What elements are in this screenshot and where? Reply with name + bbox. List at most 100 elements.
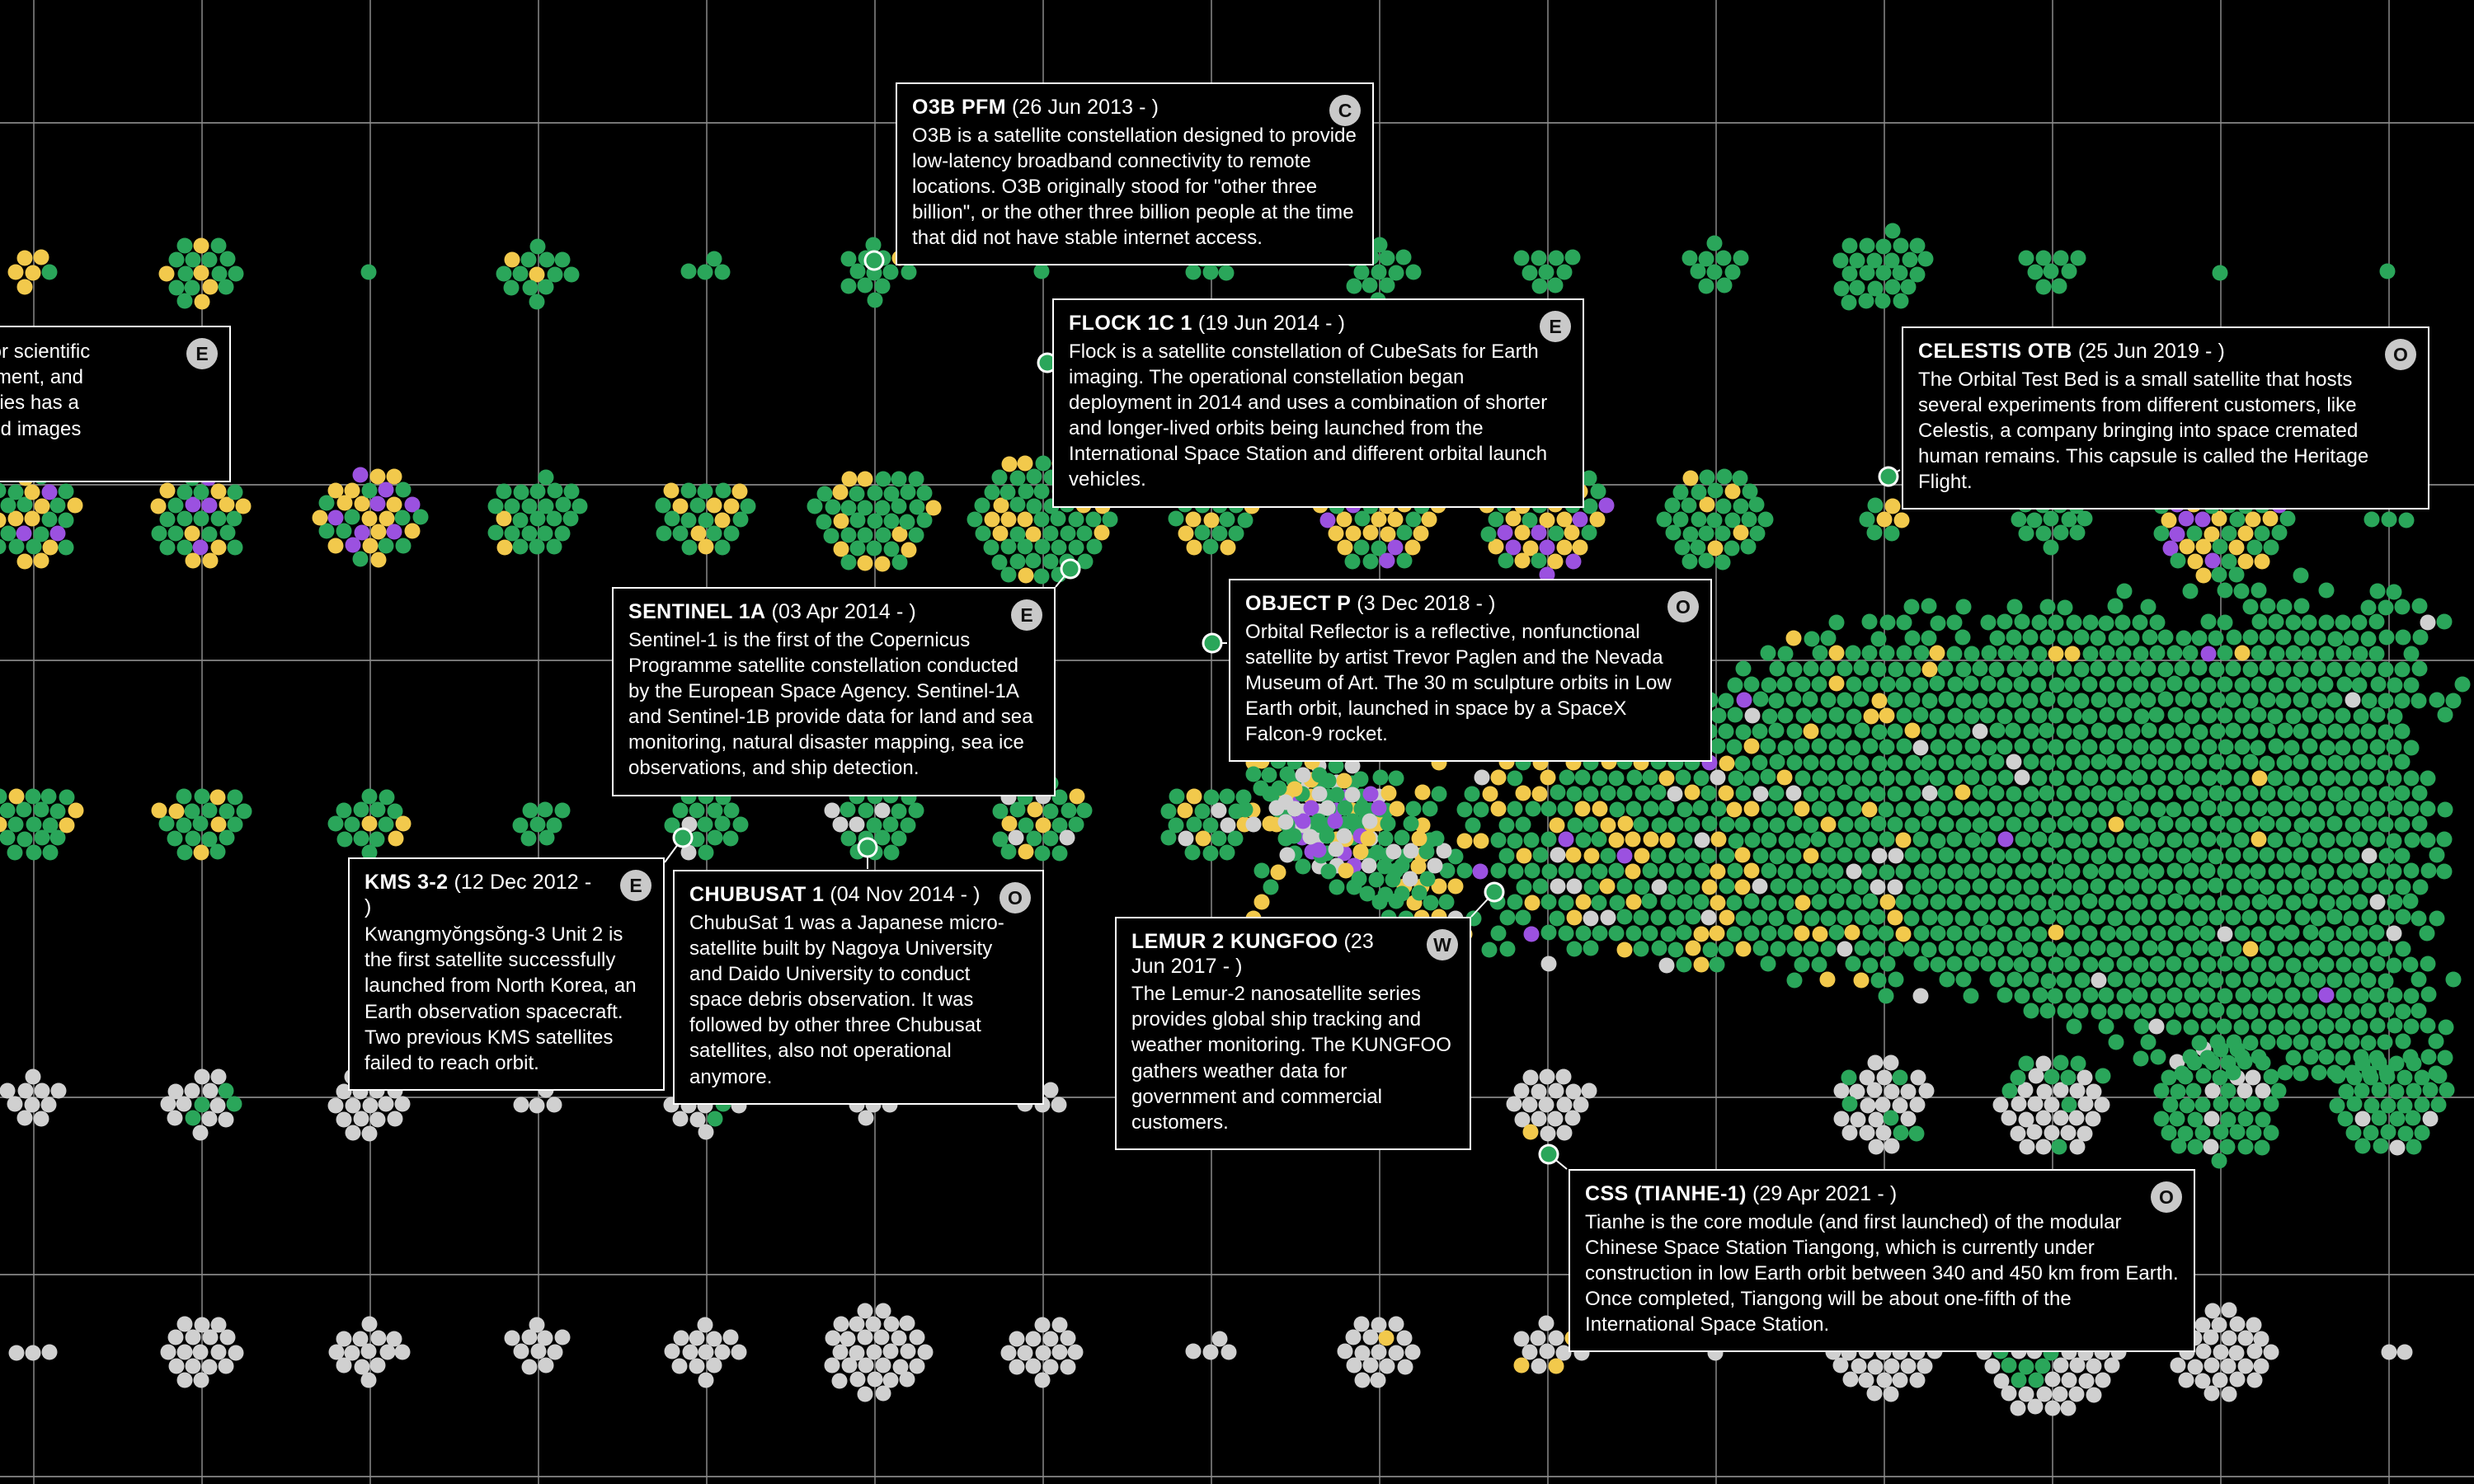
satellite-dot[interactable]: [2378, 661, 2394, 678]
satellite-dot[interactable]: [2098, 956, 2114, 973]
satellite-dot[interactable]: [1760, 738, 1776, 754]
satellite-dot[interactable]: [2234, 863, 2251, 880]
satellite-dot[interactable]: [1946, 956, 1963, 972]
satellite-dot[interactable]: [1903, 599, 1920, 615]
satellite-dot[interactable]: [2030, 801, 2047, 817]
satellite-dot[interactable]: [1548, 525, 1564, 542]
satellite-dot[interactable]: [2052, 1386, 2068, 1402]
satellite-dot[interactable]: [1211, 525, 1228, 542]
satellite-dot[interactable]: [1549, 817, 1565, 834]
satellite-dot[interactable]: [2157, 815, 2174, 832]
satellite-dot[interactable]: [2001, 1385, 2017, 1402]
satellite-dot[interactable]: [2184, 769, 2200, 786]
satellite-dot[interactable]: [2132, 769, 2148, 786]
satellite-dot[interactable]: [672, 1111, 689, 1127]
satellite-dot[interactable]: [1202, 264, 1219, 280]
satellite-dot[interactable]: [547, 1344, 563, 1360]
satellite-dot[interactable]: [2402, 956, 2419, 973]
satellite-dot[interactable]: [1262, 815, 1278, 832]
satellite-dot[interactable]: [908, 527, 924, 543]
satellite-dot[interactable]: [2086, 1358, 2102, 1374]
satellite-dot[interactable]: [520, 830, 537, 847]
satellite-dot[interactable]: [1888, 941, 1904, 957]
satellite-dot[interactable]: [2318, 926, 2335, 942]
satellite-dot[interactable]: [1837, 692, 1853, 708]
satellite-dot[interactable]: [2335, 770, 2351, 787]
satellite-dot[interactable]: [388, 830, 404, 847]
satellite-dot[interactable]: [1706, 264, 1723, 280]
satellite-dot[interactable]: [2276, 1034, 2293, 1050]
satellite-dot[interactable]: [1930, 739, 1945, 755]
satellite-dot[interactable]: [1237, 801, 1253, 818]
satellite-dot[interactable]: [2191, 630, 2208, 646]
satellite-dot[interactable]: [2011, 1372, 2027, 1388]
satellite-dot[interactable]: [1702, 942, 1719, 958]
satellite-dot[interactable]: [1937, 910, 1954, 927]
satellite-dot[interactable]: [1743, 801, 1760, 817]
satellite-dot[interactable]: [1912, 831, 1929, 848]
satellite-dot[interactable]: [2166, 862, 2183, 879]
satellite-dot[interactable]: [2302, 707, 2318, 723]
satellite-dot[interactable]: [1642, 862, 1658, 879]
satellite-dot[interactable]: [1682, 470, 1699, 486]
satellite-dot[interactable]: [899, 514, 915, 530]
satellite-dot[interactable]: [394, 510, 411, 526]
satellite-dot[interactable]: [2310, 660, 2326, 677]
satellite-dot[interactable]: [2284, 862, 2301, 879]
satellite-dot[interactable]: [1909, 266, 1926, 283]
satellite-dot[interactable]: [2318, 801, 2335, 817]
satellite-dot[interactable]: [1803, 848, 1819, 864]
satellite-dot[interactable]: [2285, 895, 2302, 911]
satellite-dot[interactable]: [740, 498, 756, 514]
satellite-dot[interactable]: [538, 469, 554, 486]
satellite-dot[interactable]: [2275, 629, 2292, 646]
satellite-dot[interactable]: [2073, 629, 2090, 646]
satellite-dot[interactable]: [2153, 1111, 2169, 1127]
satellite-dot[interactable]: [2242, 1035, 2259, 1051]
satellite-dot[interactable]: [2420, 862, 2437, 879]
satellite-dot[interactable]: [1411, 885, 1427, 901]
satellite-dot[interactable]: [192, 539, 209, 556]
satellite-dot[interactable]: [1077, 553, 1094, 570]
satellite-dot[interactable]: [2048, 677, 2065, 693]
satellite-dot[interactable]: [2276, 879, 2293, 895]
satellite-dot[interactable]: [1964, 832, 1981, 848]
satellite-dot[interactable]: [1660, 894, 1677, 910]
satellite-dot[interactable]: [2277, 722, 2293, 739]
satellite-dot[interactable]: [1917, 251, 1934, 267]
satellite-dot[interactable]: [2006, 910, 2023, 927]
satellite-dot[interactable]: [2001, 1357, 2017, 1374]
satellite-dot[interactable]: [226, 510, 242, 527]
satellite-dot[interactable]: [2081, 832, 2098, 848]
satellite-dot[interactable]: [2351, 677, 2368, 693]
satellite-dot[interactable]: [1905, 661, 1921, 678]
satellite-dot[interactable]: [697, 816, 713, 833]
satellite-dot[interactable]: [1672, 511, 1689, 528]
satellite-dot[interactable]: [2326, 972, 2343, 989]
satellite-dot[interactable]: [1018, 817, 1034, 834]
satellite-dot[interactable]: [2242, 599, 2259, 615]
satellite-dot[interactable]: [2200, 831, 2217, 848]
satellite-dot[interactable]: [672, 498, 689, 514]
satellite-dot[interactable]: [2377, 1034, 2393, 1050]
satellite-dot[interactable]: [1820, 847, 1837, 863]
satellite-dot[interactable]: [1716, 468, 1733, 485]
satellite-dot[interactable]: [1734, 755, 1751, 772]
satellite-dot[interactable]: [2014, 894, 2030, 910]
satellite-dot[interactable]: [975, 525, 991, 542]
satellite-dot[interactable]: [1525, 801, 1541, 817]
satellite-dot[interactable]: [1870, 786, 1886, 802]
satellite-dot[interactable]: [2167, 769, 2184, 786]
satellite-dot[interactable]: [2048, 863, 2064, 880]
satellite-dot[interactable]: [1997, 801, 2013, 817]
satellite-dot[interactable]: [1904, 847, 1921, 863]
satellite-dot[interactable]: [386, 468, 402, 485]
satellite-dot[interactable]: [2006, 940, 2023, 956]
satellite-dot[interactable]: [2053, 524, 2069, 541]
satellite-dot[interactable]: [1997, 677, 2013, 693]
satellite-dot[interactable]: [2056, 909, 2072, 926]
satellite-dot[interactable]: [1921, 723, 1937, 740]
satellite-dot[interactable]: [1658, 862, 1675, 879]
satellite-dot[interactable]: [1346, 278, 1362, 294]
satellite-dot[interactable]: [496, 265, 512, 282]
